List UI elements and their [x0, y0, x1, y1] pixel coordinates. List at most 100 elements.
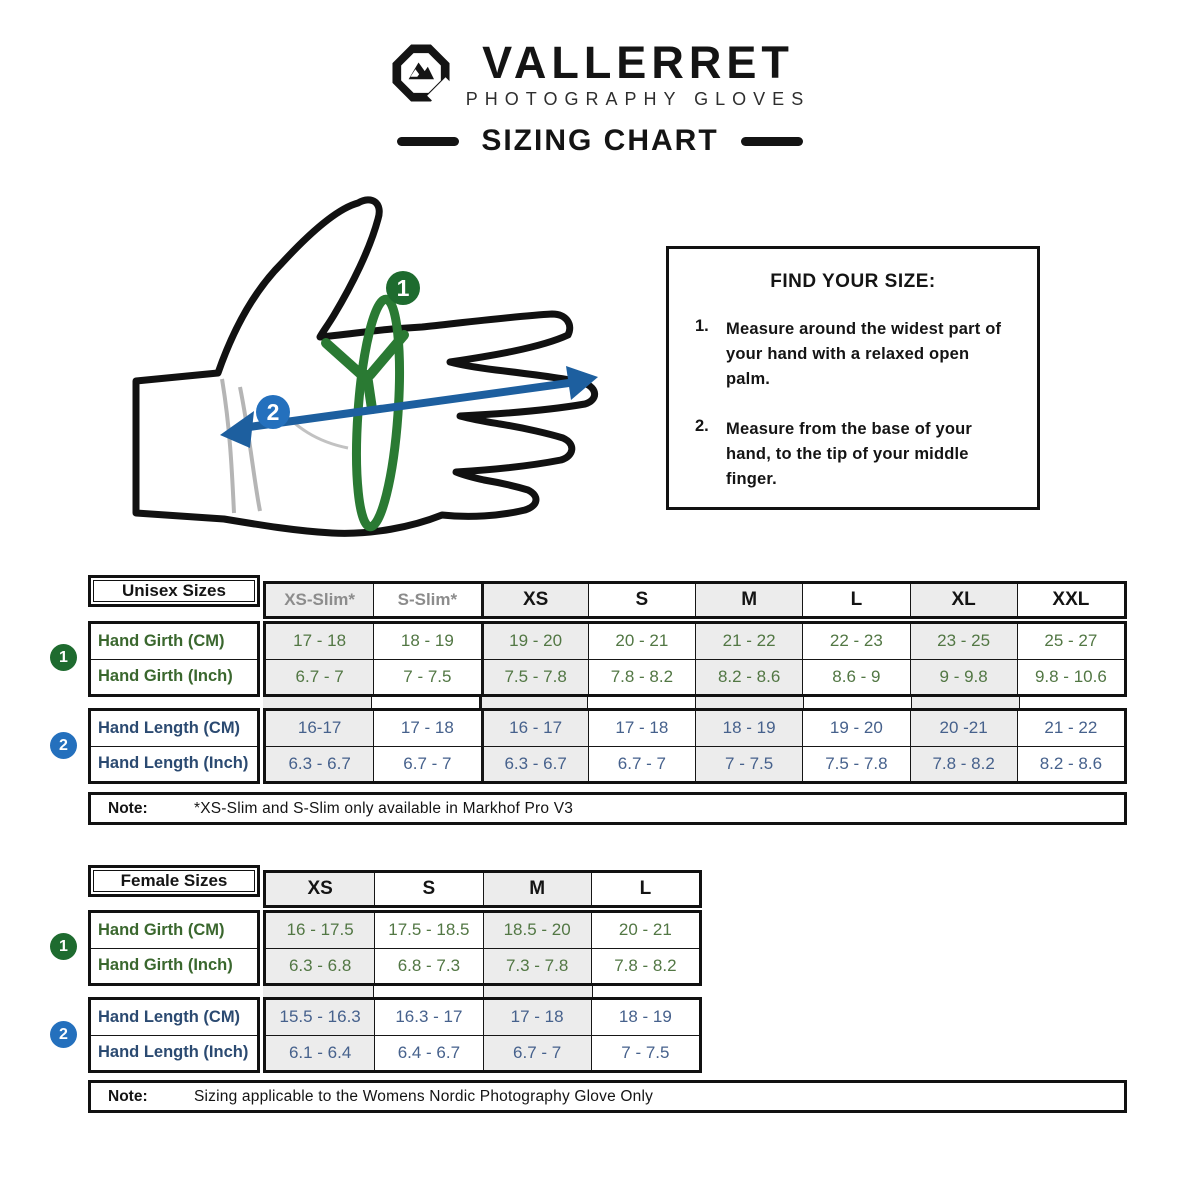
size-value-cell: 15.5 - 16.3 — [266, 1000, 375, 1035]
size-value-cell: 9 - 9.8 — [909, 658, 1017, 694]
hand-measurement-illustration: 1 2 — [120, 185, 620, 545]
instruction-step-1: 1. Measure around the widest part of you… — [695, 317, 1002, 388]
girth-measure-marker — [321, 330, 409, 414]
size-value-cell: 8.2 - 8.6 — [1016, 745, 1124, 781]
page-title: SIZING CHART — [481, 124, 719, 157]
length-measure-arrow — [220, 366, 598, 448]
girth-marker-badge: 1 — [386, 271, 420, 305]
size-value-cell: 6.8 - 7.3 — [374, 947, 483, 983]
column-header-s: S — [587, 584, 695, 616]
size-value-cell: 17 - 18 — [266, 624, 374, 659]
size-value-cell: 7 - 7.5 — [373, 658, 481, 694]
size-value-cell: 16 - 17 — [480, 711, 588, 746]
size-value-cell: 9.8 - 10.6 — [1016, 658, 1124, 694]
shade-stub-cell — [371, 697, 479, 708]
size-value-cell: 18.5 - 20 — [482, 913, 591, 948]
unisex-length-badge: 2 — [50, 732, 77, 759]
size-value-cell: 22 - 23 — [802, 624, 909, 659]
female-note: Note: Sizing applicable to the Womens No… — [88, 1080, 1127, 1113]
size-value-cell: 8.6 - 9 — [802, 658, 910, 694]
svg-text:2: 2 — [267, 399, 280, 425]
column-header-m: M — [695, 584, 803, 616]
instruction-step-2: 2. Measure from the base of your hand, t… — [695, 417, 973, 488]
row-label: Hand Length (Inch) — [91, 745, 257, 782]
svg-text:1: 1 — [397, 275, 410, 301]
size-value-cell: 20 - 21 — [590, 913, 699, 948]
shade-stub-cell — [479, 697, 587, 708]
size-value-cell: 6.7 - 7 — [482, 1034, 591, 1070]
size-value-cell: 25 - 27 — [1016, 624, 1124, 659]
size-value-cell: 7.5 - 7.8 — [480, 658, 588, 694]
size-value-cell: 7.5 - 7.8 — [802, 745, 910, 781]
shade-stub-cell — [803, 697, 911, 708]
size-value-cell: 17 - 18 — [482, 1000, 591, 1035]
size-value-cell: 19 - 20 — [802, 711, 909, 746]
logo-text: VALLERRET PHOTOGRAPHY GLOVES — [466, 40, 810, 110]
brand-name: VALLERRET — [482, 37, 794, 88]
female-girth-row-labels: Hand Girth (CM)Hand Girth (Inch) — [88, 910, 260, 986]
row-label: Hand Length (Inch) — [91, 1034, 257, 1071]
size-value-cell: 17 - 18 — [587, 711, 695, 746]
palm-crease — [238, 386, 262, 512]
size-value-cell: 17.5 - 18.5 — [374, 913, 482, 948]
title-dash-left — [397, 136, 460, 146]
column-header-xs: XS — [480, 584, 588, 616]
title-dash-right — [740, 136, 803, 146]
size-value-cell: 20 -21 — [909, 711, 1017, 746]
size-value-cell: 6.4 - 6.7 — [374, 1034, 483, 1070]
size-value-cell: 16.3 - 17 — [374, 1000, 482, 1035]
vallerret-logo-icon — [390, 42, 452, 109]
column-header-xs: XS — [266, 873, 375, 905]
instruction-list: 1. Measure around the widest part of you… — [669, 317, 1037, 492]
size-value-cell: 6.1 - 6.4 — [266, 1034, 375, 1070]
size-value-cell: 23 - 25 — [909, 624, 1017, 659]
size-value-cell: 7 - 7.5 — [590, 1034, 699, 1070]
size-value-cell: 20 - 21 — [587, 624, 695, 659]
size-value-cell: 18 - 19 — [590, 1000, 699, 1035]
size-value-cell: 7.8 - 8.2 — [909, 745, 1017, 781]
size-value-cell: 6.3 - 6.7 — [266, 745, 374, 781]
row-label: Hand Girth (CM) — [98, 631, 225, 650]
female-sizes-label: Female Sizes — [88, 865, 260, 897]
column-header-s: S — [374, 873, 482, 905]
shade-stub-cell — [695, 697, 803, 708]
column-header-xl: XL — [909, 584, 1017, 616]
size-value-cell: 16 - 17.5 — [266, 913, 375, 948]
size-value-cell: 6.3 - 6.8 — [266, 947, 375, 983]
size-value-cell: 7.8 - 8.2 — [590, 947, 699, 983]
shade-stub-cell — [372, 986, 483, 997]
unisex-girth-row-labels: Hand Girth (CM)Hand Girth (Inch) — [88, 621, 260, 697]
size-value-cell: 6.7 - 7 — [266, 658, 374, 694]
shade-stub-cell — [482, 986, 593, 997]
column-header-l: L — [802, 584, 909, 616]
unisex-sizes-label: Unisex Sizes — [88, 575, 260, 607]
shade-stub-cell — [263, 986, 373, 997]
size-value-cell: 8.2 - 8.6 — [695, 658, 803, 694]
size-value-cell: 21 - 22 — [695, 624, 803, 659]
column-header-xs-slim-: XS-Slim* — [266, 584, 374, 616]
find-your-size-title: FIND YOUR SIZE: — [770, 271, 936, 292]
row-label: Hand Length (CM) — [98, 1007, 241, 1026]
brand-header: VALLERRET PHOTOGRAPHY GLOVES SIZING CHAR… — [0, 40, 1200, 158]
female-length-badge: 2 — [50, 1021, 77, 1048]
column-header-s-slim-: S-Slim* — [373, 584, 480, 616]
size-value-cell: 6.7 - 7 — [587, 745, 695, 781]
column-shade-stub — [263, 986, 702, 997]
shade-stub-cell — [587, 697, 695, 708]
column-header-m: M — [482, 873, 591, 905]
size-value-cell: 6.3 - 6.7 — [480, 745, 588, 781]
female-girth-badge: 1 — [50, 933, 77, 960]
size-value-cell: 16-17 — [266, 711, 374, 746]
palm-crease — [220, 378, 236, 514]
length-marker-badge: 2 — [256, 395, 290, 429]
find-your-size-box: FIND YOUR SIZE: 1. Measure around the wi… — [666, 246, 1040, 510]
size-value-cell: 21 - 22 — [1016, 711, 1124, 746]
shade-stub-cell — [592, 986, 702, 997]
size-value-cell: 6.7 - 7 — [373, 745, 481, 781]
